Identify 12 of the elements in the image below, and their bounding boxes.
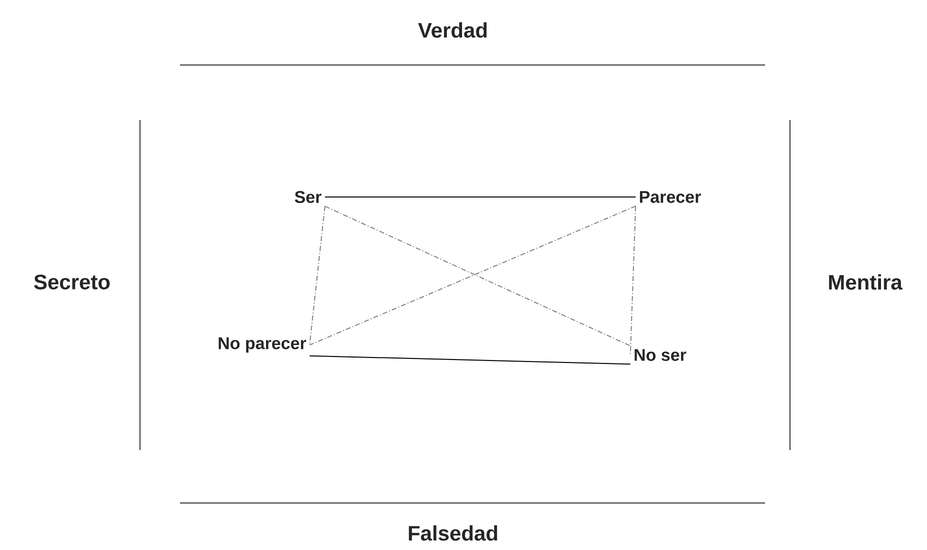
category-label: Falsedad [408,525,498,541]
category-label: Mentira [829,274,902,290]
connector-line [309,206,326,346]
corner-term: Ser [294,190,322,204]
corner-term: No parecer [218,337,306,353]
category-label: Secreto [34,274,110,290]
connector-line [324,196,636,198]
corner-term: No ser [634,349,686,361]
category-label: Verdad [418,22,487,38]
connector-line [630,206,636,356]
connector-line [309,355,631,365]
corner-term: Parecer [640,191,701,203]
